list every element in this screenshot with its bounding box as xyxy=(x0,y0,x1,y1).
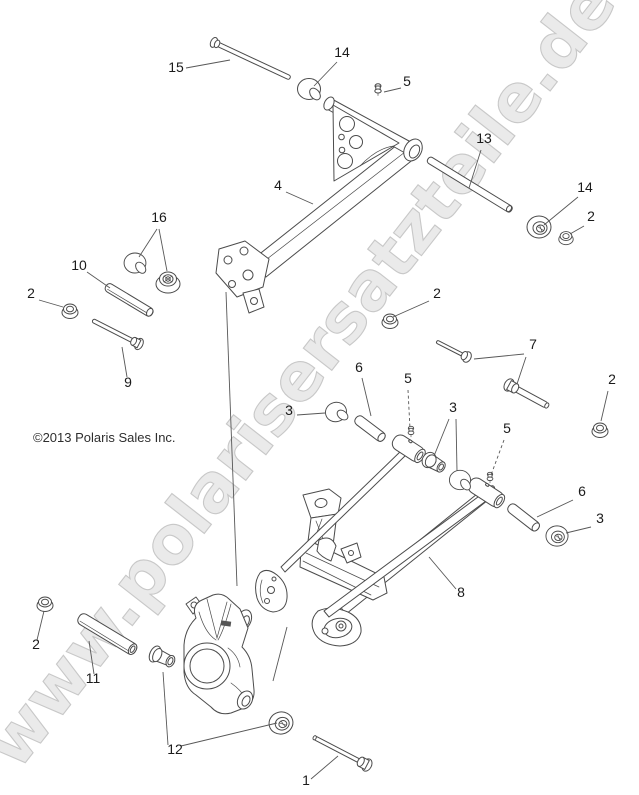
watermark-text: www.polarisersatzteile.de xyxy=(0,0,631,782)
leader-line xyxy=(138,228,158,258)
leader-line xyxy=(383,87,402,93)
copyright-text: ©2013 Polaris Sales Inc. xyxy=(33,430,176,445)
callout-16: 16 xyxy=(151,209,167,225)
leader-line xyxy=(86,271,111,289)
callout-3: 3 xyxy=(596,510,604,526)
screw-5-mid xyxy=(407,425,415,438)
leader-line xyxy=(565,526,592,534)
callout-10: 10 xyxy=(71,257,87,273)
callout-14: 14 xyxy=(334,44,350,60)
bolt-15 xyxy=(209,37,291,80)
upper-a-arm xyxy=(215,96,423,314)
bushing-12-right xyxy=(266,708,296,738)
leader-line xyxy=(600,390,609,422)
spacer-6-right xyxy=(507,503,540,532)
bolt-7b xyxy=(503,378,550,409)
bushing-3-left xyxy=(322,398,352,427)
nut-2-bottom xyxy=(36,596,54,612)
leader-line xyxy=(88,640,95,675)
spacer-6-left xyxy=(354,415,386,442)
leader-line xyxy=(536,499,574,518)
leader-line xyxy=(468,149,482,189)
callout-9: 9 xyxy=(124,374,132,390)
leader-line xyxy=(158,228,168,272)
leader-line xyxy=(272,626,288,682)
bushing-3-mid xyxy=(421,451,446,473)
leader-line xyxy=(185,59,231,69)
bushing-16 xyxy=(123,252,149,276)
nut-2-left xyxy=(61,303,79,319)
bushing-12-left xyxy=(148,645,176,668)
leader-line xyxy=(433,418,450,457)
leader-line xyxy=(428,556,457,590)
callout-4: 4 xyxy=(274,177,282,193)
callout-2: 2 xyxy=(608,371,616,387)
leader-line xyxy=(38,299,64,308)
leader-line xyxy=(455,418,458,472)
leader-line xyxy=(180,722,278,747)
bolt-7a xyxy=(435,340,472,363)
callout-2: 2 xyxy=(32,636,40,652)
leader-line xyxy=(407,389,411,430)
callout-7: 7 xyxy=(529,336,537,352)
callout-2: 2 xyxy=(433,285,441,301)
nut-2-far-right xyxy=(591,422,609,438)
callout-3: 3 xyxy=(285,402,293,418)
leader-line xyxy=(296,412,326,416)
screw-5-right xyxy=(486,471,494,484)
leader-line xyxy=(516,356,527,385)
bolt-9 xyxy=(91,318,144,351)
lower-rod-tube-end xyxy=(467,477,506,509)
callout-8: 8 xyxy=(457,584,465,600)
knuckle xyxy=(183,593,255,715)
leader-line xyxy=(121,346,128,378)
leader-line xyxy=(392,300,430,318)
bolt-1 xyxy=(312,735,373,772)
bushing-14-upper xyxy=(297,78,324,103)
callout-5: 5 xyxy=(404,370,412,386)
leader-lines xyxy=(36,59,609,780)
leader-line xyxy=(36,610,45,641)
callout-6: 6 xyxy=(355,359,363,375)
nut-16 xyxy=(155,271,181,294)
leader-line xyxy=(543,196,579,226)
callout-2: 2 xyxy=(27,285,35,301)
leader-line xyxy=(285,191,314,205)
callout-3: 3 xyxy=(449,399,457,415)
knuckle-marking xyxy=(220,620,232,627)
callout-2: 2 xyxy=(587,208,595,224)
leader-line xyxy=(473,353,525,360)
screw-5-upper xyxy=(374,83,382,96)
leader-line xyxy=(310,755,339,780)
spacer-10 xyxy=(104,283,154,317)
callout-6: 6 xyxy=(578,483,586,499)
leader-line xyxy=(490,439,505,476)
leader-line xyxy=(313,61,338,87)
callout-13: 13 xyxy=(476,130,492,146)
callout-12: 12 xyxy=(167,741,183,757)
callout-5: 5 xyxy=(403,73,411,89)
upper-rod-tube-end xyxy=(391,434,426,464)
leader-line xyxy=(162,671,169,746)
callout-15: 15 xyxy=(168,59,184,75)
callout-14: 14 xyxy=(577,179,593,195)
tube-11 xyxy=(77,613,138,655)
callout-5: 5 xyxy=(503,420,511,436)
callout-1: 1 xyxy=(302,772,310,788)
bushing-3-right xyxy=(545,525,569,547)
bushing-14-right xyxy=(526,215,552,239)
leader-line xyxy=(361,377,372,417)
bushing-3-mid2 xyxy=(448,469,473,493)
leader-line xyxy=(569,225,585,235)
leader-line xyxy=(225,291,238,587)
callout-11: 11 xyxy=(86,670,101,686)
